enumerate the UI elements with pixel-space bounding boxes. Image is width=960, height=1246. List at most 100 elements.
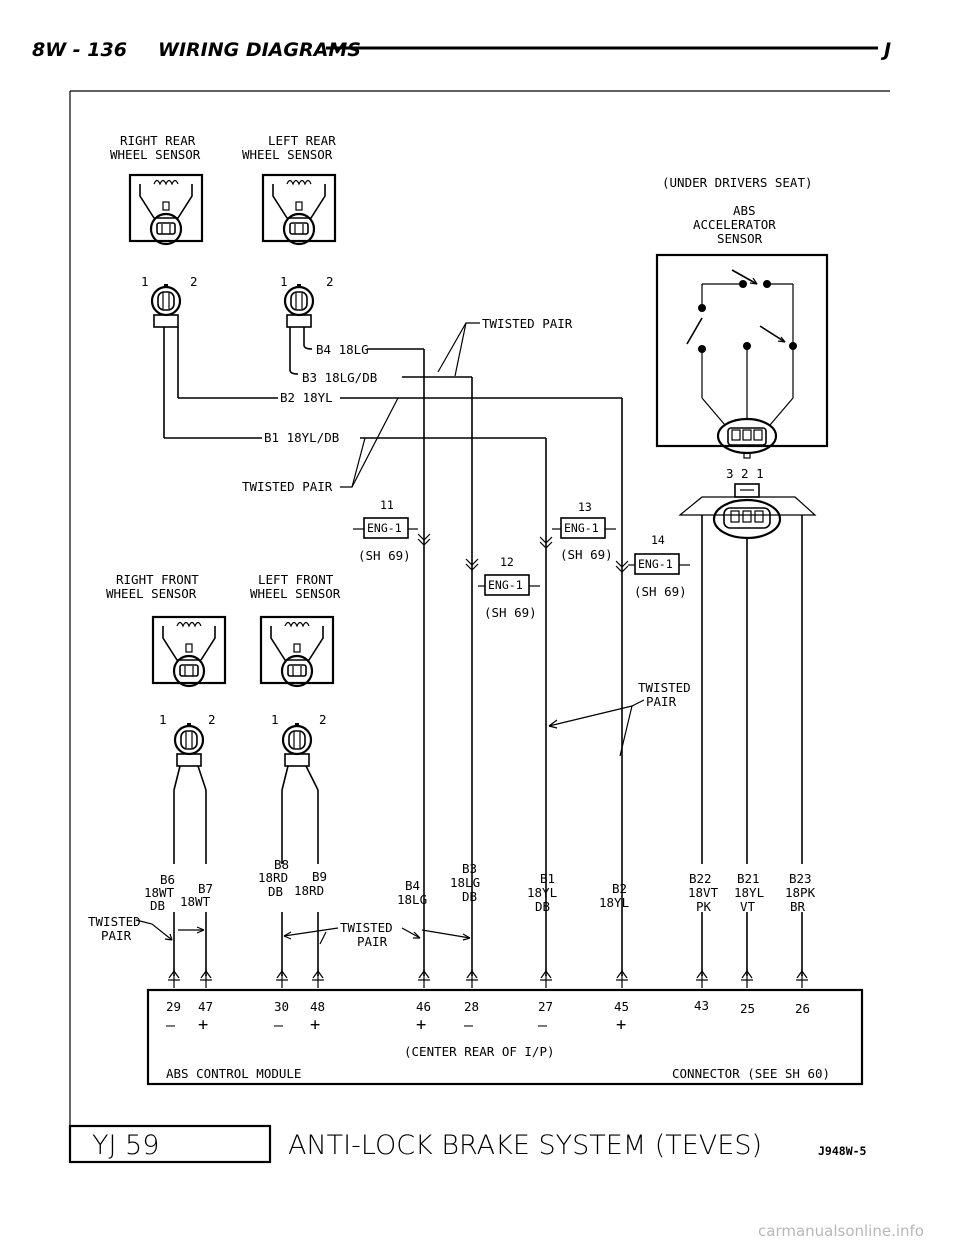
svg-text:(UNDER DRIVERS SEAT): (UNDER DRIVERS SEAT) <box>662 175 813 190</box>
svg-text:2: 2 <box>208 712 216 727</box>
svg-text:B1 18YL/DB: B1 18YL/DB <box>264 430 339 445</box>
left-front-wheel-sensor: LEFT FRONT WHEEL SENSOR 1 2 <box>250 572 341 976</box>
left-rear-wheel-sensor: LEFT REAR WHEEL SENSOR 1 2 <box>242 133 336 328</box>
svg-text:WHEEL SENSOR: WHEEL SENSOR <box>242 147 333 162</box>
svg-text:RIGHT FRONT: RIGHT FRONT <box>116 572 199 587</box>
svg-text:CONNECTOR (SEE SH 60): CONNECTOR (SEE SH 60) <box>672 1066 830 1081</box>
svg-text:18YL: 18YL <box>599 895 629 910</box>
svg-text:B7: B7 <box>198 881 213 896</box>
splice-13: 13 ENG-1 (SH 69) <box>539 500 616 562</box>
svg-text:DB: DB <box>462 889 477 904</box>
abs-control-module: 29 47 30 48 46 28 27 45 43 25 26 — + — +… <box>146 988 864 1086</box>
svg-text:18YL: 18YL <box>734 885 764 900</box>
splice-14: 14 ENG-1 (SH 69) <box>615 533 690 599</box>
svg-text:43: 43 <box>694 998 709 1013</box>
svg-text:—: — <box>464 1016 474 1034</box>
svg-text:—: — <box>538 1016 548 1034</box>
svg-text:DB: DB <box>535 899 550 914</box>
svg-text:WHEEL SENSOR: WHEEL SENSOR <box>250 586 341 601</box>
svg-text:18VT: 18VT <box>688 885 719 900</box>
svg-text:18WT: 18WT <box>180 894 211 909</box>
header-title: WIRING DIAGRAMS <box>158 39 361 61</box>
svg-text:18LG: 18LG <box>450 875 480 890</box>
rear-wiring: B4 18LG B3 18LG/DB B2 18YL B1 18YL/DB TW… <box>163 316 622 494</box>
svg-text:1: 1 <box>141 274 149 289</box>
svg-text:2: 2 <box>190 274 198 289</box>
svg-text:ENG-1: ENG-1 <box>564 521 599 535</box>
svg-text:2: 2 <box>319 712 327 727</box>
svg-text:B3: B3 <box>462 861 477 876</box>
svg-text:—: — <box>166 1016 176 1034</box>
svg-text:SENSOR: SENSOR <box>717 231 763 246</box>
svg-text:WHEEL SENSOR: WHEEL SENSOR <box>106 586 197 601</box>
svg-text:(SH 69): (SH 69) <box>358 548 411 563</box>
header-page-number: 8W - 136 <box>32 39 127 61</box>
twisted-pair-callouts-bottom: TWISTED PAIR TWISTED PAIR <box>88 914 471 949</box>
svg-text:14: 14 <box>651 533 665 547</box>
svg-text:B9: B9 <box>312 869 327 884</box>
svg-text:B23: B23 <box>789 871 812 886</box>
svg-text:12: 12 <box>500 555 514 569</box>
svg-text:30: 30 <box>274 999 289 1014</box>
svg-text:B22: B22 <box>689 871 712 886</box>
svg-text:ENG-1: ENG-1 <box>367 521 402 535</box>
svg-text:29: 29 <box>166 999 181 1014</box>
svg-text:ENG-1: ENG-1 <box>488 578 523 592</box>
svg-text:B2 18YL: B2 18YL <box>280 390 333 405</box>
wire-labels-bottom: B6 18WT DB B7 18WT B8 18RD DB B9 18RD B4… <box>144 857 816 914</box>
svg-text:47: 47 <box>198 999 213 1014</box>
svg-text:B2: B2 <box>612 881 627 896</box>
svg-text:ABS: ABS <box>733 203 756 218</box>
svg-text:13: 13 <box>578 500 592 514</box>
svg-text:PAIR: PAIR <box>357 934 388 949</box>
svg-text:LEFT REAR: LEFT REAR <box>268 133 336 148</box>
svg-text:(SH 69): (SH 69) <box>634 584 687 599</box>
svg-text:TWISTED PAIR: TWISTED PAIR <box>242 479 333 494</box>
watermark: carmanualsonline.info <box>758 1222 924 1240</box>
svg-text:+: + <box>416 1015 426 1035</box>
svg-text:1: 1 <box>271 712 279 727</box>
splice-12: 12 ENG-1 (SH 69) <box>465 555 540 620</box>
abs-accelerator-sensor: (UNDER DRIVERS SEAT) ABS ACCELERATOR SEN… <box>655 175 829 540</box>
footer-figure-id: J948W-5 <box>818 1144 867 1158</box>
footer-code: YJ 59 <box>92 1130 159 1161</box>
svg-text:TWISTED PAIR: TWISTED PAIR <box>482 316 573 331</box>
header-letter: J <box>880 39 891 61</box>
svg-text:27: 27 <box>538 999 553 1014</box>
svg-text:LEFT FRONT: LEFT FRONT <box>258 572 334 587</box>
footer: YJ 59 ANTI-LOCK BRAKE SYSTEM (TEVES) J94… <box>68 1124 867 1164</box>
svg-text:B6: B6 <box>160 872 175 887</box>
twisted-pair-callout-right: TWISTED PAIR <box>548 680 691 757</box>
svg-text:PAIR: PAIR <box>101 928 132 943</box>
svg-text:(CENTER REAR OF I/P): (CENTER REAR OF I/P) <box>404 1044 555 1059</box>
svg-text:BR: BR <box>790 899 806 914</box>
svg-text:—: — <box>274 1016 284 1034</box>
svg-text:18RD: 18RD <box>258 870 288 885</box>
svg-text:45: 45 <box>614 999 629 1014</box>
svg-text:28: 28 <box>464 999 479 1014</box>
svg-text:ABS CONTROL MODULE: ABS CONTROL MODULE <box>166 1066 301 1081</box>
svg-text:B8: B8 <box>274 857 289 872</box>
svg-text:WHEEL SENSOR: WHEEL SENSOR <box>110 147 201 162</box>
svg-text:B4: B4 <box>405 878 420 893</box>
svg-text:TWISTED: TWISTED <box>340 920 393 935</box>
svg-text:1: 1 <box>159 712 167 727</box>
svg-text:PAIR: PAIR <box>646 694 677 709</box>
svg-text:ACCELERATOR: ACCELERATOR <box>693 217 776 232</box>
svg-text:+: + <box>310 1015 320 1035</box>
svg-text:18RD: 18RD <box>294 883 324 898</box>
right-front-wheel-sensor: RIGHT FRONT WHEEL SENSOR 1 2 <box>106 572 227 976</box>
svg-text:18YL: 18YL <box>527 885 557 900</box>
svg-text:18PK: 18PK <box>785 885 816 900</box>
svg-text:26: 26 <box>795 1001 810 1016</box>
svg-text:(SH 69): (SH 69) <box>560 547 613 562</box>
svg-text:DB: DB <box>268 884 283 899</box>
svg-text:+: + <box>616 1015 626 1035</box>
svg-text:TWISTED: TWISTED <box>88 914 141 929</box>
svg-text:48: 48 <box>310 999 325 1014</box>
right-rear-wheel-sensor: RIGHT REAR WHEEL SENSOR 1 2 <box>110 133 204 328</box>
svg-text:3 2 1: 3 2 1 <box>726 466 764 481</box>
svg-text:+: + <box>198 1015 208 1035</box>
svg-text:B1: B1 <box>540 871 555 886</box>
